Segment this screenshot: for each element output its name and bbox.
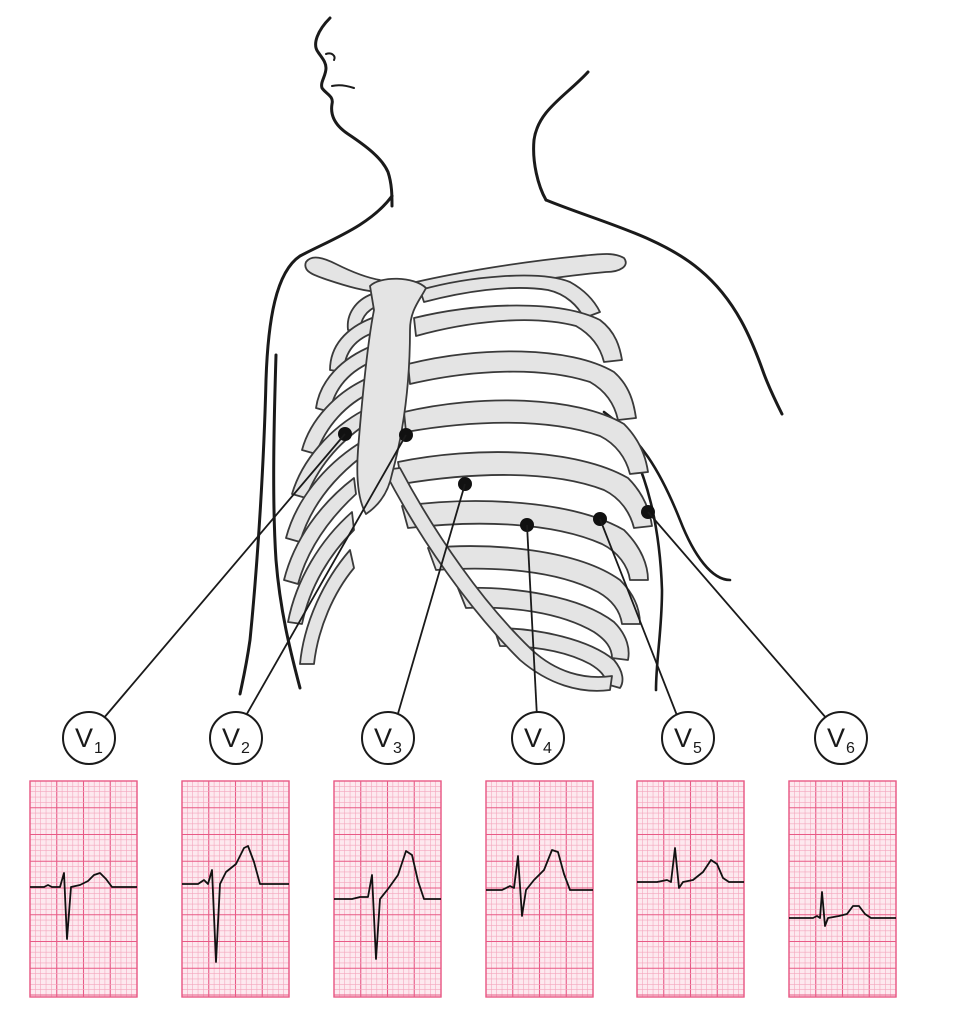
ecg-trace-v6 (789, 891, 896, 927)
ecg-strip-border (485, 780, 594, 998)
lead-letter: V (674, 723, 692, 753)
face-profile (314, 16, 394, 208)
left-rib-7 (283, 477, 357, 585)
neck-right (532, 70, 590, 202)
lead-subscript: 3 (393, 740, 402, 757)
ecg-strip-v1 (29, 780, 138, 998)
right-rib-3 (407, 350, 637, 421)
ecg-strip-border (636, 780, 745, 998)
rib-cage (283, 253, 653, 692)
leader-lines (102, 433, 828, 720)
ecg-strip-border (29, 780, 138, 998)
ecg-trace-v2 (182, 845, 289, 963)
mouth (331, 84, 355, 89)
nostril (325, 52, 336, 61)
leader-v3 (396, 483, 466, 718)
ecg-strip-v2 (181, 780, 290, 998)
lead-letter: V (524, 723, 542, 753)
ecg-trace-v5 (637, 847, 744, 889)
lead-letter: V (374, 723, 392, 753)
right-rib-1 (419, 274, 601, 319)
ecg-trace-v1 (30, 872, 137, 940)
leader-v5 (599, 518, 679, 719)
sternum (356, 277, 427, 515)
lead-subscript: 6 (846, 740, 855, 757)
right-rib-4 (403, 399, 649, 475)
left-rib-8 (287, 511, 355, 625)
ecg-grid-lines (788, 780, 897, 997)
ecg-strips (29, 780, 897, 998)
ecg-trace-v4 (486, 849, 593, 917)
leader-v4 (526, 524, 538, 718)
ecg-strip-border (181, 780, 290, 998)
lead-subscript: 4 (543, 740, 552, 757)
left-rib-9 (299, 549, 355, 665)
ecg-strip-v6 (788, 780, 897, 998)
lead-label-circle (209, 711, 263, 765)
right-rib-6 (401, 500, 649, 581)
right-shoulder-line (544, 198, 784, 416)
lead-label-circle (62, 711, 116, 765)
lead-label-circle (661, 711, 715, 765)
ecg-grid-lines (29, 780, 138, 997)
ecg-strip-v4 (485, 780, 594, 998)
lead-label-circle (511, 711, 565, 765)
lead-label-circle (361, 711, 415, 765)
lead-subscript: 5 (693, 740, 702, 757)
body-outline (238, 16, 784, 696)
leader-v6 (647, 511, 828, 720)
leader-v1 (102, 433, 346, 720)
lead-subscript: 1 (94, 740, 103, 757)
ecg-strip-border (333, 780, 442, 998)
lead-letter: V (222, 723, 240, 753)
ecg-strip-v5 (636, 780, 745, 998)
left-shoulder-line (238, 194, 394, 696)
left-rib-4 (301, 377, 373, 455)
left-arm-line (272, 353, 302, 690)
lead-letter: V (75, 723, 93, 753)
left-rib-3 (315, 345, 377, 413)
ecg-grid-lines (181, 780, 290, 997)
right-rib-5 (397, 451, 653, 529)
ecg-trace-v3 (334, 850, 441, 960)
lead-label-circle (814, 711, 868, 765)
left-rib-6 (285, 443, 361, 543)
lead-subscript: 2 (241, 740, 250, 757)
ecg-grid-lines (636, 780, 745, 997)
lead-letter: V (827, 723, 845, 753)
ecg-grid-lines (333, 780, 442, 997)
ecg-strip-v3 (333, 780, 442, 998)
right-rib-2 (413, 304, 623, 363)
leader-v2 (243, 434, 407, 720)
ecg-strip-border (788, 780, 897, 998)
right-rib-8 (457, 586, 630, 661)
costal-margin (383, 467, 613, 692)
